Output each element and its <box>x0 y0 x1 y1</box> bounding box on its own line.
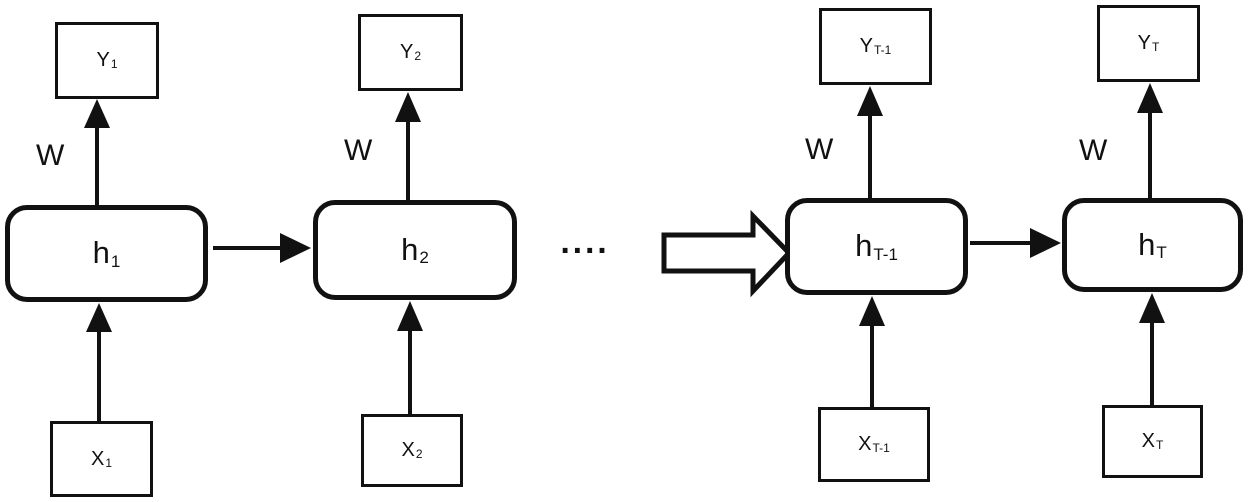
arrow-ht-to-yt <box>1137 83 1163 198</box>
node-label: hT-1 <box>855 228 898 264</box>
arrow-xt-to-ht <box>1139 293 1165 405</box>
weight-label-w2: W <box>344 134 373 167</box>
hidden-state-node-h2: h2 <box>313 200 517 300</box>
weight-label-w1: W <box>36 139 65 172</box>
input-node-xt-1: XT-1 <box>818 407 930 482</box>
arrow-ht1-to-yt1 <box>857 86 883 198</box>
arrow-ht1-to-ht <box>970 228 1061 258</box>
big-block-arrow-icon <box>661 209 793 298</box>
arrow-h1-to-h2 <box>213 233 311 263</box>
output-node-y2: Y2 <box>358 14 463 91</box>
node-label: hT <box>1138 226 1167 263</box>
arrow-x2-to-h2 <box>397 301 423 414</box>
node-label: h2 <box>401 231 429 268</box>
output-node-y1: Y1 <box>55 22 159 99</box>
weight-label-w4: W <box>1079 134 1108 167</box>
arrow-xt1-to-ht1 <box>859 296 885 407</box>
weight-label-w3: W <box>805 133 834 166</box>
output-node-yt: YT <box>1097 5 1200 82</box>
arrow-h2-to-y2 <box>395 92 421 200</box>
input-node-x1: X1 <box>50 421 153 497</box>
node-label: YT-1 <box>859 35 892 58</box>
arrow-x1-to-h1 <box>86 303 112 421</box>
node-label: XT <box>1141 430 1164 453</box>
node-label: X2 <box>401 439 423 462</box>
hidden-state-node-h1: h1 <box>5 205 208 302</box>
node-label: h1 <box>92 235 121 271</box>
hidden-state-node-ht-1: hT-1 <box>785 198 968 295</box>
node-label: YT <box>1137 32 1160 55</box>
hidden-state-node-ht: hT <box>1062 198 1243 292</box>
node-label: Y1 <box>96 49 118 72</box>
ellipsis-dots: ···· <box>560 231 610 270</box>
node-label: XT-1 <box>858 433 890 456</box>
node-label: Y2 <box>399 41 422 64</box>
arrow-h1-to-y1 <box>84 99 110 205</box>
node-label: X1 <box>90 447 113 470</box>
output-node-yt-1: YT-1 <box>819 8 932 85</box>
input-node-x2: X2 <box>361 414 463 487</box>
input-node-xt: XT <box>1102 405 1203 478</box>
